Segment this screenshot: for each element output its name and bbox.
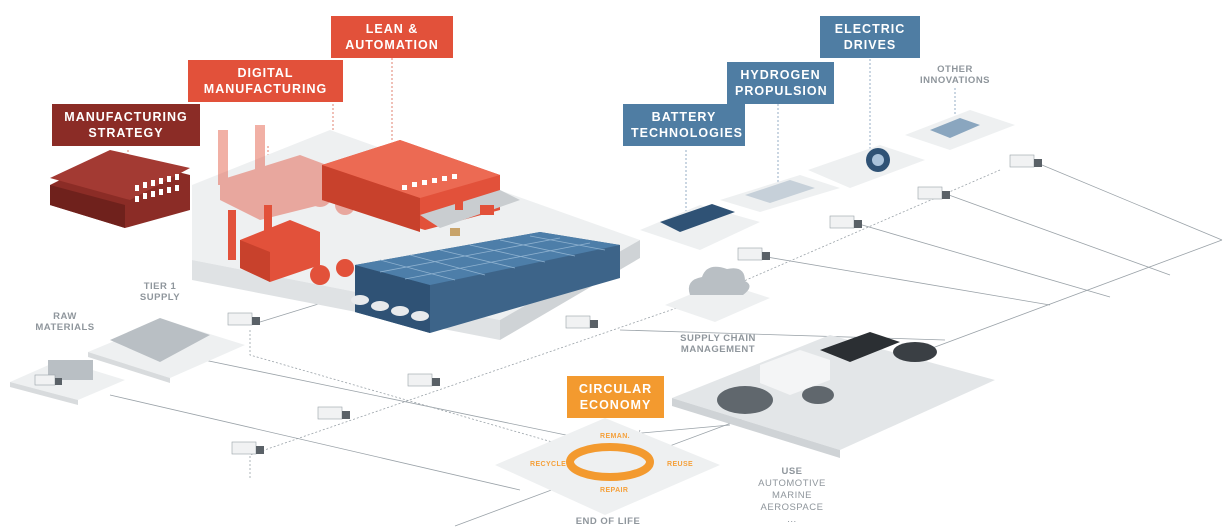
tier1-supply-line1: TIER 1: [143, 281, 177, 292]
lean-automation-tag: LEAN & AUTOMATION: [331, 16, 453, 58]
ring-label-repair: REPAIR: [600, 487, 629, 494]
tier1-supply-label: TIER 1 SUPPLY: [132, 281, 188, 303]
digital-manufacturing-line1: DIGITAL: [237, 66, 294, 80]
supply-chain-line1: SUPPLY CHAIN: [680, 333, 756, 344]
strategy-building: [50, 150, 190, 228]
innovation-platforms: [640, 110, 1015, 250]
circular-economy-line2: ECONOMY: [579, 398, 652, 412]
use-line-automotive: AUTOMOTIVE: [758, 478, 826, 489]
manufacturing-strategy-line2: STRATEGY: [88, 126, 164, 140]
hydrogen-propulsion-tag: HYDROGEN PROPULSION: [727, 62, 834, 104]
end-of-life-text: END OF LIFE: [575, 516, 641, 527]
manufacturing-strategy-line1: MANUFACTURING: [64, 110, 188, 124]
trucks: [34, 154, 1042, 455]
supply-chain-label: SUPPLY CHAIN MANAGEMENT: [668, 333, 768, 355]
use-line-ellipsis: ...: [787, 514, 797, 525]
lean-automation-line2: AUTOMATION: [345, 38, 439, 52]
digital-manufacturing-tag: DIGITAL MANUFACTURING: [188, 60, 343, 102]
battery-technologies-line2: TECHNOLOGIES: [631, 126, 744, 140]
hydrogen-propulsion-line2: PROPULSION: [735, 84, 828, 98]
other-innovations-line1: OTHER: [937, 64, 973, 75]
end-of-life-platform: [495, 418, 720, 515]
lean-automation-line1: LEAN &: [365, 22, 419, 36]
other-innovations-label: OTHER INNOVATIONS: [912, 64, 998, 86]
use-label: USE AUTOMOTIVE MARINE AEROSPACE ...: [752, 466, 832, 526]
blue-dotted-links: [685, 55, 956, 222]
end-of-life-label: END OF LIFE: [568, 516, 648, 527]
use-title: USE: [781, 466, 803, 477]
solar-warehouse: [351, 232, 620, 333]
electric-drives-line2: DRIVES: [843, 38, 897, 52]
supply-chain-line2: MANAGEMENT: [680, 344, 756, 355]
manufacturing-strategy-tag: MANUFACTURING STRATEGY: [52, 104, 200, 146]
raw-materials-line1: RAW: [53, 311, 77, 322]
electric-drives-line1: ELECTRIC: [834, 22, 906, 36]
use-line-aerospace: AEROSPACE: [760, 502, 824, 513]
ring-label-recycle: RECYCLE: [530, 461, 567, 468]
raw-materials-line2: MATERIALS: [35, 322, 95, 333]
ring-label-reman: REMAN.: [600, 433, 631, 440]
digital-manufacturing-line2: MANUFACTURING: [203, 82, 328, 96]
circular-economy-tag: CIRCULAR ECONOMY: [567, 376, 664, 418]
battery-technologies-tag: BATTERY TECHNOLOGIES: [623, 104, 745, 146]
other-innovations-line2: INNOVATIONS: [919, 75, 991, 86]
electric-drives-tag: ELECTRIC DRIVES: [820, 16, 920, 58]
red-plant: [228, 205, 354, 285]
use-platform: [672, 332, 995, 458]
raw-materials-label: RAW MATERIALS: [30, 311, 100, 333]
circular-economy-line1: CIRCULAR: [578, 382, 653, 396]
battery-technologies-line1: BATTERY: [651, 110, 717, 124]
supply-chain-platform: [665, 266, 770, 322]
use-line-marine: MARINE: [772, 490, 812, 501]
hydrogen-propulsion-line1: HYDROGEN: [740, 68, 821, 82]
tier1-supply-line2: SUPPLY: [139, 292, 181, 303]
supplier-platforms: [10, 318, 245, 405]
ring-label-reuse: REUSE: [667, 461, 694, 468]
lean-building: [322, 140, 520, 236]
